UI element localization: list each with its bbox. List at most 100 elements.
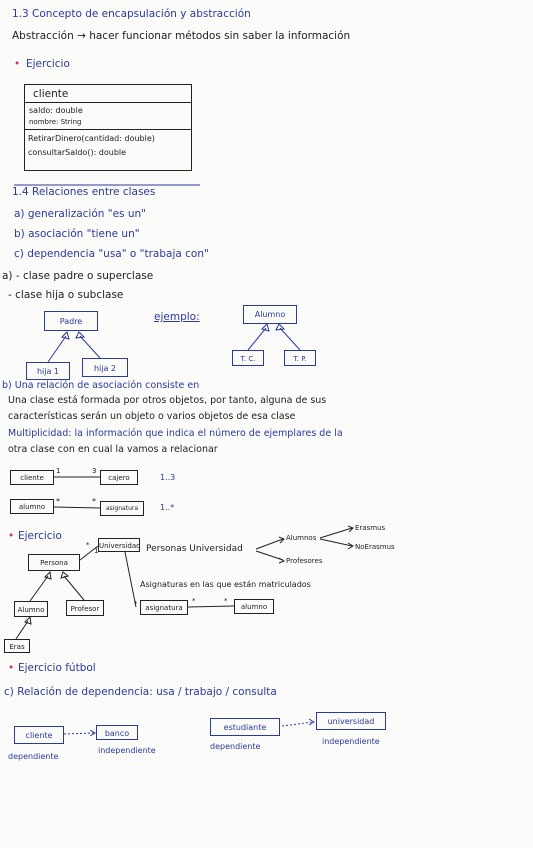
- bullet-icon: •: [8, 530, 15, 542]
- box-label: estudiante: [223, 723, 267, 732]
- association-line: [187, 605, 235, 608]
- association-text: otra clase con en cual la vamos a relaci…: [8, 444, 218, 455]
- example-label: ejemplo:: [154, 311, 200, 323]
- box-label: hija 2: [93, 364, 117, 373]
- box-label: Eras: [9, 643, 25, 651]
- box-label: asignatura: [105, 505, 139, 512]
- tree-branch: [255, 538, 284, 550]
- section-1-3-title: 1.3 Concepto de encapsulación y abstracc…: [12, 8, 251, 20]
- uml-box-tp: T. P.: [284, 350, 316, 366]
- uml-box-alumno2: alumno: [234, 599, 274, 614]
- uml-box-alumno-sub: Alumno: [14, 601, 48, 617]
- tree-branch: [255, 550, 284, 561]
- relation-type-item: a) generalización "es un": [14, 208, 146, 220]
- uml-method: RetirarDinero(cantidad: double): [28, 134, 155, 143]
- multiplicity-label: 1: [94, 547, 99, 555]
- inheritance-line: [29, 575, 49, 602]
- independent-caption: independiente: [98, 746, 156, 755]
- multiplicity-label: 1: [56, 467, 61, 475]
- uml-box-asignatura: asignatura: [140, 600, 188, 615]
- relation-type-item: b) asociación "tiene un": [14, 228, 140, 240]
- inheritance-line: [47, 335, 67, 363]
- association-text: Multiplicidad: la información que indica…: [8, 428, 343, 439]
- uml-box-padre: Padre: [44, 311, 98, 331]
- box-label: Padre: [59, 317, 83, 326]
- assoc-box-cajero: cajero: [100, 470, 138, 485]
- box-label: Profesor: [70, 605, 100, 613]
- uml-box-universidad: Universidad: [98, 538, 141, 552]
- dep-box-cliente: cliente: [14, 726, 64, 744]
- association-text: b) Una relación de asociación consiste e…: [2, 380, 200, 391]
- bullet-icon: •: [8, 662, 15, 674]
- exercise-label: Ejercicio: [26, 58, 70, 70]
- inheritance-line: [15, 620, 29, 640]
- dependent-caption: dependiente: [210, 742, 261, 751]
- box-label: Alumno: [254, 310, 286, 319]
- association-text: Una clase está formada por otros objetos…: [8, 395, 327, 406]
- box-label: banco: [104, 729, 130, 738]
- dependent-caption: dependiente: [8, 752, 59, 761]
- exercise-futbol-label: Ejercicio fútbol: [18, 662, 96, 674]
- box-label: cajero: [108, 474, 130, 482]
- inheritance-arrow-icon: [75, 331, 86, 339]
- generalization-line: a) - clase padre o superclase: [2, 270, 154, 282]
- bullet-icon: •: [14, 58, 21, 70]
- inheritance-line: [63, 575, 85, 601]
- box-label: T. P.: [293, 355, 307, 363]
- assoc-box-asignatura: asignatura: [100, 501, 144, 516]
- uml-class-name: cliente: [33, 88, 69, 100]
- box-label: cliente: [20, 474, 44, 482]
- box-label: alumno: [18, 503, 46, 511]
- tree-arrow-icon: [347, 542, 354, 550]
- multiplicity-label: *: [92, 497, 96, 506]
- tree-arrow-icon: [278, 557, 286, 564]
- dep-box-universidad: universidad: [316, 712, 386, 730]
- exercise-label: Ejercicio: [18, 530, 62, 542]
- uml-class-cliente: cliente saldo: double nombre: String Ret…: [24, 84, 192, 171]
- dependency-arrow-icon: [89, 729, 96, 737]
- uml-box-alumno: Alumno: [243, 305, 297, 324]
- tree-node: Alumnos: [286, 534, 317, 542]
- independent-caption: independiente: [322, 737, 380, 746]
- association-text: características serán un objeto o varios…: [8, 411, 296, 422]
- box-label: universidad: [327, 717, 375, 726]
- uml-box-erasmus: Eras: [4, 639, 30, 653]
- relation-type-item: c) dependencia "usa" o "trabaja con": [14, 248, 209, 260]
- multiplicity-label: *: [192, 597, 196, 605]
- dependency-line: [63, 732, 95, 735]
- dependency-arrow-icon: [308, 718, 315, 726]
- multiplicity-label: *: [56, 497, 60, 506]
- association-line: [124, 551, 137, 608]
- tree-node: Profesores: [286, 557, 323, 565]
- inheritance-arrow-icon: [261, 323, 270, 332]
- uml-method: consultarSaldo(): double: [28, 148, 127, 157]
- inheritance-arrow-icon: [61, 331, 70, 340]
- box-label: Alumno: [17, 606, 45, 614]
- multiplicity-label: *: [224, 597, 228, 605]
- uml-box-tc: T. C.: [232, 350, 264, 366]
- dep-box-banco: banco: [96, 725, 138, 740]
- uml-divider: [25, 102, 191, 103]
- uml-divider: [25, 129, 191, 130]
- uml-box-profesor: Profesor: [66, 600, 104, 616]
- inheritance-arrow-icon: [60, 571, 70, 579]
- inheritance-line: [247, 327, 267, 351]
- multiplicity-label: 3: [92, 467, 97, 475]
- tree-arrow-icon: [347, 525, 354, 533]
- box-label: T. C.: [240, 355, 256, 363]
- tree-root: Personas Universidad: [146, 544, 243, 554]
- multiplicity-range: 1..3: [160, 473, 176, 482]
- tree-node: NoErasmus: [355, 543, 395, 551]
- box-label: cliente: [25, 731, 53, 740]
- box-label: alumno: [240, 603, 268, 611]
- tree-node: Erasmus: [355, 524, 386, 532]
- box-label: Persona: [40, 559, 68, 567]
- matriculated-note: Asignaturas en las que están matriculado…: [140, 580, 311, 589]
- dependency-line: [281, 721, 314, 727]
- tree-branch: [319, 527, 353, 539]
- multiplicity-range: 1..*: [160, 503, 175, 512]
- association-line: [53, 506, 101, 509]
- tree-arrow-icon: [278, 536, 285, 544]
- uml-attribute: nombre: String: [29, 118, 82, 126]
